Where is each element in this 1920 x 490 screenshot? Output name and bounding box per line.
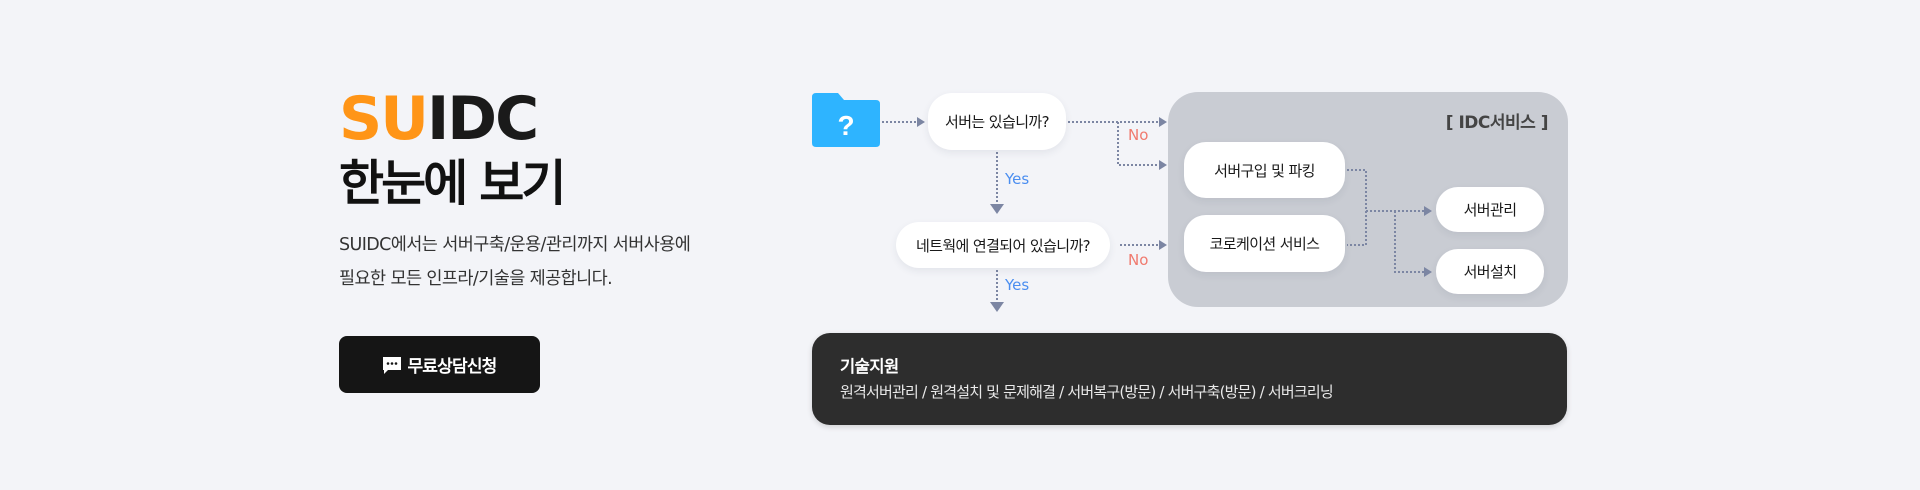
yes-label-1: Yes <box>1005 170 1030 188</box>
node-server-management: 서버관리 <box>1436 187 1544 232</box>
svg-text:?: ? <box>837 110 854 141</box>
cta-label: 무료상담신청 <box>407 357 497 377</box>
question-has-server: 서버는 있습니까? <box>928 93 1066 150</box>
node-server-installation: 서버설치 <box>1436 249 1544 294</box>
brand-accent: SU <box>339 84 429 154</box>
brand-rest: IDC <box>426 84 539 154</box>
page-subtitle: 한눈에 보기 <box>339 155 566 212</box>
folder-question-icon: ? <box>812 93 880 147</box>
tech-support-description: 원격서버관리 / 원격설치 및 문제해결 / 서버복구(방문) / 서버구축(방… <box>840 383 1334 401</box>
yes-label-2: Yes <box>1005 276 1030 294</box>
brand-title: SUIDC <box>339 84 539 154</box>
description-line-1: SUIDC에서는 서버구축/운용/관리까지 서버사용에 <box>339 235 691 255</box>
question-network-connected: 네트웍에 연결되어 있습니까? <box>896 222 1110 268</box>
no-label-2: No <box>1128 251 1149 269</box>
tech-support-panel: 기술지원 원격서버관리 / 원격설치 및 문제해결 / 서버복구(방문) / 서… <box>812 333 1567 425</box>
no-label-1: No <box>1128 126 1149 144</box>
chat-bubble-icon <box>382 356 402 374</box>
free-consultation-button[interactable]: 무료상담신청 <box>339 336 540 393</box>
node-colocation-service: 코로케이션 서비스 <box>1184 215 1345 272</box>
description-line-2: 필요한 모든 인프라/기술을 제공합니다. <box>339 269 613 289</box>
idc-service-title: [ IDC서비스 ] <box>1445 113 1549 133</box>
hero-description: SUIDC에서는 서버구축/운용/관리까지 서버사용에 필요한 모든 인프라/기… <box>339 228 691 296</box>
node-server-purchase-parking: 서버구입 및 파킹 <box>1184 142 1345 198</box>
tech-support-title: 기술지원 <box>840 357 899 376</box>
